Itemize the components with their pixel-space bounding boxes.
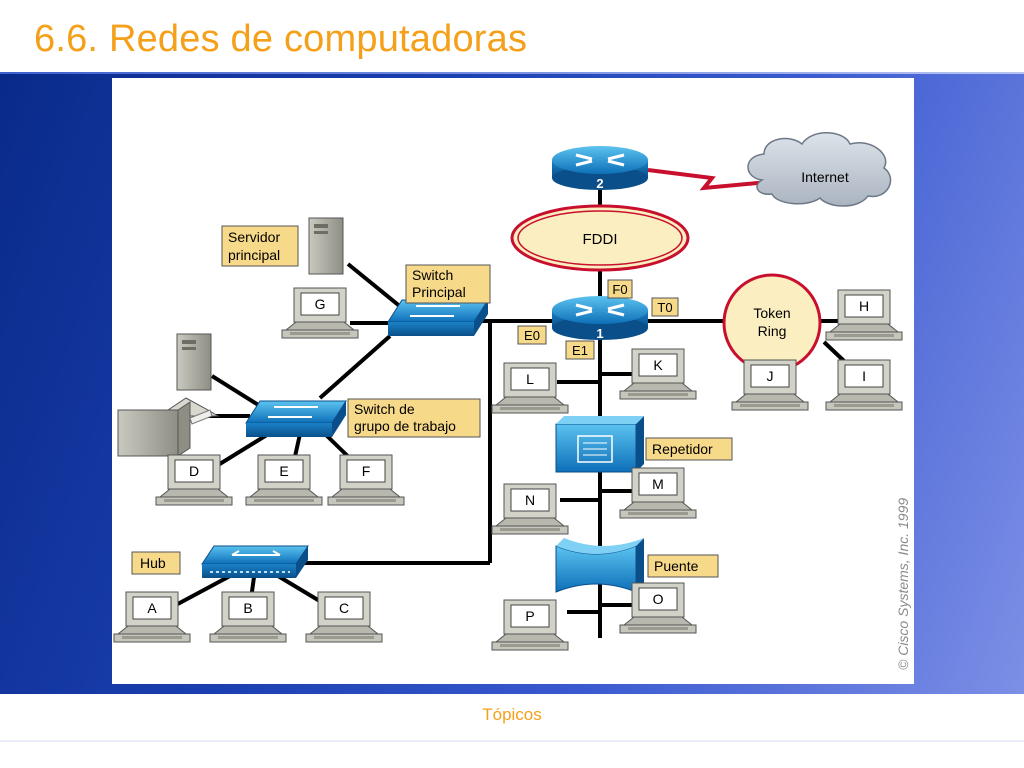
svg-text:E0: E0 [524,328,540,343]
copyright-text: © Cisco Systems, Inc. 1999 [895,498,911,670]
computer-k: K [619,348,697,400]
switch-grupo-trabajo [245,400,347,438]
svg-text:B: B [243,600,252,616]
computer-d: D [155,454,233,506]
page-title: 6.6. Redes de computadoras [34,18,528,60]
svg-text:Ring: Ring [758,323,787,339]
server-2 [176,333,212,391]
svg-text:J: J [767,368,774,384]
svg-text:G: G [315,296,326,312]
svg-text:Repetidor: Repetidor [652,441,713,457]
puente-label: Puente [647,554,719,578]
port-t0: T0 [651,297,679,317]
network-diagram: Internet FDDI 2 1 F0 T0 E0 E1 Token Ring [112,78,914,684]
footer-line [0,740,1024,742]
computer-l: L [491,362,569,414]
svg-text:A: A [147,600,157,616]
svg-text:F0: F0 [612,282,627,297]
svg-text:Switch: Switch [412,267,453,283]
svg-text:H: H [859,298,869,314]
internet-cloud: Internet [747,132,892,207]
router-2-label: 2 [596,176,603,191]
svg-text:L: L [526,371,534,387]
svg-text:F: F [362,463,371,479]
footer-topics-link[interactable]: Tópicos [482,705,542,724]
computer-i: I [825,359,903,411]
svg-text:M: M [652,476,664,492]
repetidor-label: Repetidor [645,437,733,461]
computer-a: A [113,591,191,643]
svg-text:T0: T0 [657,300,672,315]
printer [117,397,220,457]
router-1: 1 [550,294,650,342]
computer-n: N [491,483,569,535]
wan-link [647,168,769,191]
switch-principal-label: Switch Principal [405,264,491,304]
puente [555,538,644,593]
svg-text:Puente: Puente [654,558,699,574]
server-principal [308,217,344,275]
switch-principal [387,299,489,337]
hub [201,545,309,578]
svg-text:N: N [525,492,535,508]
computer-o: O [619,582,697,634]
router-1-label: 1 [596,326,603,341]
svg-text:O: O [653,591,664,607]
svg-text:E1: E1 [572,343,588,358]
hub-label: Hub [131,551,181,575]
computer-m: M [619,467,697,519]
port-e1: E1 [565,340,595,360]
computer-j: J [731,359,809,411]
svg-text:Hub: Hub [140,555,166,571]
computer-c: C [305,591,383,643]
svg-text:D: D [189,463,199,479]
svg-text:K: K [653,357,663,373]
computer-b: B [209,591,287,643]
router-2: 2 [550,144,650,192]
svg-text:E: E [279,463,288,479]
switch-grupo-label: Switch de grupo de trabajo [347,398,481,438]
computer-f: F [327,454,405,506]
svg-text:C: C [339,600,349,616]
svg-text:I: I [862,368,866,384]
svg-text:Token: Token [753,305,790,321]
svg-text:Principal: Principal [412,284,466,300]
computer-h: H [825,289,903,341]
svg-text:principal: principal [228,247,280,263]
computer-e: E [245,454,323,506]
fddi-ring: FDDI [510,204,690,272]
svg-text:Switch de: Switch de [354,401,415,417]
repetidor [555,416,644,473]
internet-label: Internet [801,169,849,185]
svg-text:grupo de trabajo: grupo de trabajo [354,418,456,434]
svg-text:Servidor: Servidor [228,229,280,245]
token-ring: Token Ring [722,273,822,373]
port-e0: E0 [517,325,547,345]
computer-g: G [281,287,359,339]
computer-p: P [491,599,569,651]
svg-text:P: P [525,608,534,624]
fddi-label: FDDI [583,231,618,248]
servidor-principal-label: Servidor principal [221,225,299,267]
port-f0: F0 [607,279,633,299]
